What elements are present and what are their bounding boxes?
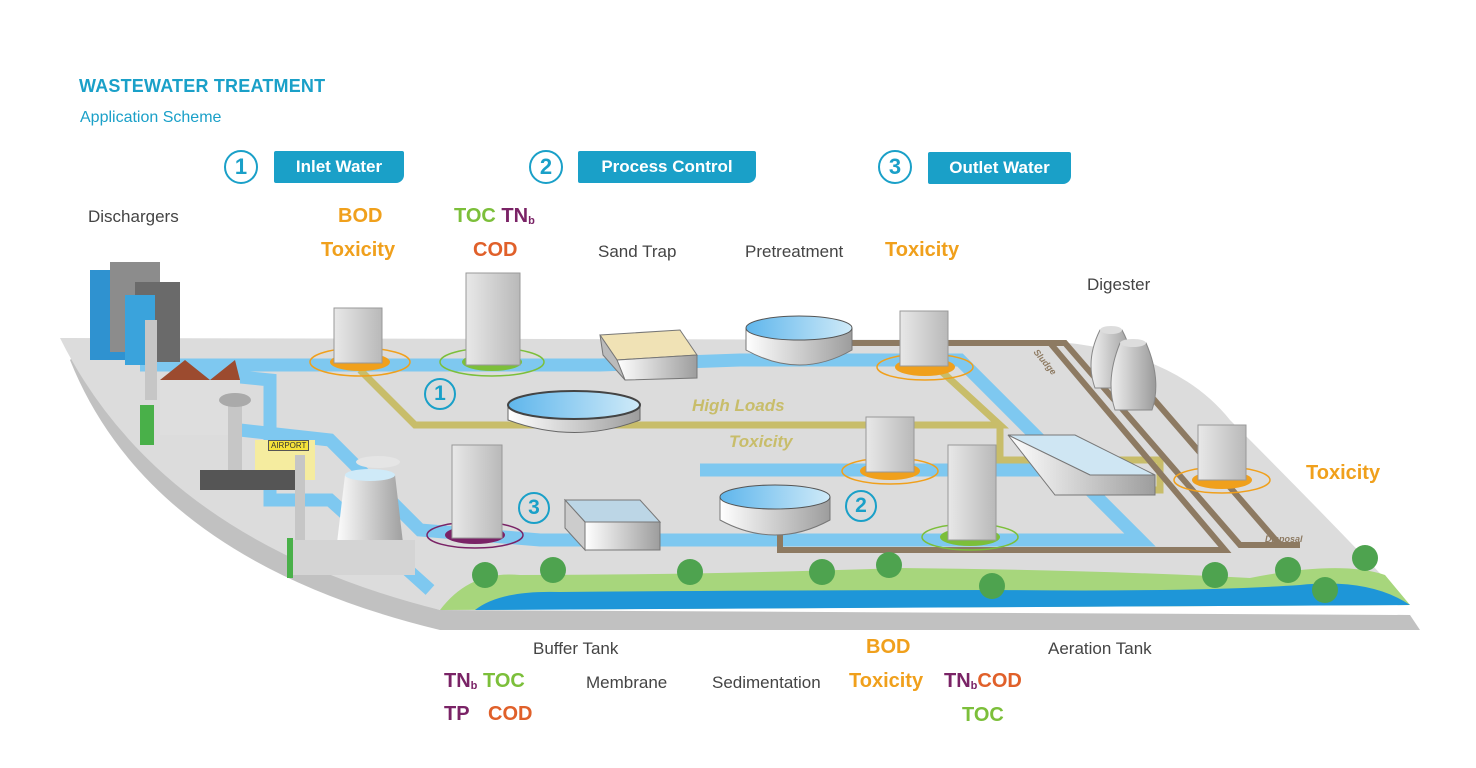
param-tnb-process: TNb: [944, 670, 977, 692]
step-1-number: 1: [224, 150, 258, 184]
param-toxicity-digester: Toxicity: [1306, 462, 1381, 484]
digester-tanks: [1090, 326, 1157, 411]
label-sedimentation: Sedimentation: [712, 673, 821, 692]
step-3-number: 3: [878, 150, 912, 184]
param-bod-inlet: BOD: [338, 205, 383, 227]
param-toxicity-pretreatment: Toxicity: [885, 239, 960, 261]
param-tnb-inlet-main: TN: [501, 205, 529, 227]
trees: [472, 545, 1378, 603]
param-tnb-outlet-sub: b: [470, 680, 478, 692]
param-tnb-process-main: TN: [944, 670, 971, 692]
param-tnb-process-sub: b: [970, 680, 978, 692]
param-tnb-inlet: TNb: [501, 205, 534, 227]
aeration-tank: [1007, 434, 1156, 496]
param-cod-inlet: COD: [473, 239, 518, 261]
marker-1: 1: [424, 378, 456, 410]
param-cod-outlet: COD: [488, 703, 533, 725]
param-tnb-outlet-main: TN: [444, 670, 471, 692]
city-buildings: [90, 262, 415, 578]
pretreatment-tank: [745, 315, 853, 366]
param-tp-outlet: TP: [444, 703, 470, 725]
sand-trap-tank: [599, 329, 698, 381]
param-bod-process: BOD: [866, 636, 911, 658]
param-tnb-outlet: TNb: [444, 670, 477, 692]
sedimentation-tank: [719, 484, 831, 536]
param-group-inlet-b: TOC TNb: [454, 205, 535, 228]
membrane-tank: [563, 498, 662, 552]
param-toc-outlet: TOC: [482, 670, 525, 692]
step-1-tag-inlet-water: Inlet Water: [274, 151, 404, 183]
step-3-tag-outlet-water: Outlet Water: [928, 152, 1071, 184]
param-cod-process: COD: [977, 670, 1022, 692]
marker-3: 3: [518, 492, 550, 524]
page-subtitle: Application Scheme: [80, 109, 222, 126]
param-toxicity-inlet: Toxicity: [321, 239, 396, 261]
label-pretreatment: Pretreatment: [745, 242, 844, 261]
step-2-number: 2: [529, 150, 563, 184]
airport-sign: AIRPORT: [268, 440, 310, 451]
param-toc-inlet: TOC: [454, 205, 496, 227]
label-disposal: Disposal: [1265, 534, 1303, 544]
label-buffer-tank: Buffer Tank: [533, 639, 619, 658]
analyzer-units: [309, 272, 1271, 551]
step-2-tag-process-control: Process Control: [578, 151, 756, 183]
label-digester: Digester: [1087, 275, 1151, 294]
param-toc-process: TOC: [962, 704, 1004, 726]
label-membrane: Membrane: [586, 673, 668, 692]
param-tnb-inlet-sub: b: [528, 215, 535, 227]
param-group-outlet-row1: TNb TOC: [444, 670, 525, 693]
label-sand-trap: Sand Trap: [598, 242, 677, 261]
param-toxicity-process: Toxicity: [849, 670, 924, 692]
page-title: WASTEWATER TREATMENT: [79, 76, 326, 96]
label-toxicity-pipe: Toxicity: [729, 432, 793, 451]
label-aeration-tank: Aeration Tank: [1048, 639, 1152, 658]
label-high-loads: High Loads: [692, 396, 785, 415]
param-group-process-b: TNbCOD: [944, 670, 1022, 693]
marker-2: 2: [845, 490, 877, 522]
label-dischargers: Dischargers: [88, 207, 179, 226]
river: [475, 583, 1410, 610]
clarifier-basin: [507, 390, 641, 433]
